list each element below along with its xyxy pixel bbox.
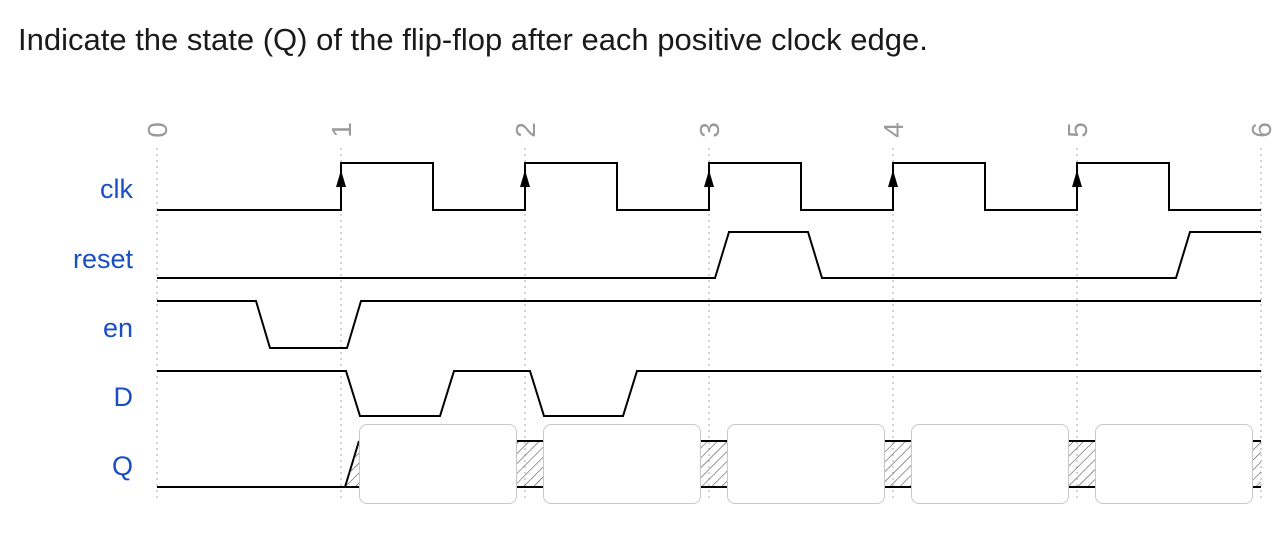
clk-edge-arrow-2 [520, 170, 530, 187]
signal-label-en: en [103, 313, 133, 343]
time-label-5: 5 [1062, 122, 1093, 138]
time-label-4: 4 [878, 122, 909, 138]
time-label-1: 1 [326, 122, 357, 138]
reset-waveform [157, 231, 1261, 279]
clock-edge-arrows [336, 170, 1082, 187]
q-answer-box-2[interactable] [543, 424, 701, 504]
time-label-2: 2 [510, 122, 541, 138]
clk-edge-arrow-4 [888, 170, 898, 187]
time-gridlines [156, 148, 1262, 498]
d-waveform [157, 370, 1261, 417]
time-label-6: 6 [1246, 122, 1277, 138]
signal-label-d: D [114, 382, 134, 412]
clk-edge-arrow-3 [704, 170, 714, 187]
q-answer-box-5[interactable] [1095, 424, 1253, 504]
time-label-3: 3 [694, 122, 725, 138]
signal-label-q: Q [112, 451, 133, 481]
question-text: Indicate the state (Q) of the flip-flop … [18, 22, 928, 57]
signal-label-reset: reset [73, 244, 134, 274]
clk-edge-arrow-1 [336, 170, 346, 187]
q-answer-box-4[interactable] [911, 424, 1069, 504]
q-answer-box-3[interactable] [727, 424, 885, 504]
time-label-0: 0 [142, 122, 173, 138]
signal-label-clk: clk [100, 174, 133, 204]
en-waveform [157, 300, 1261, 349]
q-waveform-initial [157, 440, 360, 488]
q-answer-box-1[interactable] [359, 424, 517, 504]
clk-edge-arrow-5 [1072, 170, 1082, 187]
